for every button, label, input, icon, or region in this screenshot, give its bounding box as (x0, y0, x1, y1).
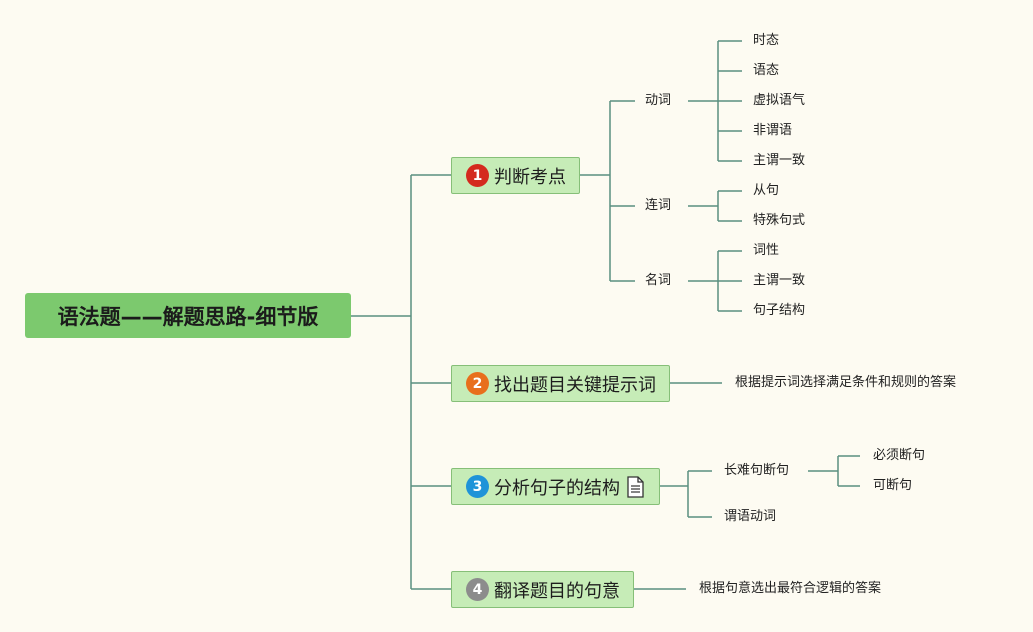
leaf-non-finite[interactable]: 非谓语 (753, 123, 793, 138)
note-translate[interactable]: 根据句意选出最符合逻辑的答案 (699, 581, 882, 596)
branch-label: 找出题目关键提示词 (494, 374, 656, 396)
subtopic-conjunction[interactable]: 连词 (645, 198, 672, 213)
number-badge-3: 3 (466, 475, 489, 498)
leaf-agreement[interactable]: 主谓一致 (753, 153, 806, 168)
leaf-agreement-noun[interactable]: 主谓一致 (753, 273, 806, 288)
branch-label: 判断考点 (494, 166, 566, 188)
leaf-clause[interactable]: 从句 (753, 183, 780, 198)
root-topic[interactable]: 语法题——解题思路-细节版 (25, 293, 351, 338)
note-keywords[interactable]: 根据提示词选择满足条件和规则的答案 (735, 375, 957, 390)
leaf-must-split[interactable]: 必须断句 (873, 448, 926, 463)
leaf-sentence-structure[interactable]: 句子结构 (753, 303, 806, 318)
branch-translate[interactable]: 4 翻译题目的句意 (451, 571, 634, 608)
subtopic-verb[interactable]: 动词 (645, 93, 672, 108)
document-icon[interactable] (626, 475, 644, 498)
number-badge-2: 2 (466, 372, 489, 395)
leaf-voice[interactable]: 语态 (753, 63, 780, 78)
branch-label: 分析句子的结构 (494, 477, 620, 499)
leaf-part-of-speech[interactable]: 词性 (753, 243, 780, 258)
leaf-special-sentence[interactable]: 特殊句式 (753, 213, 806, 228)
branch-label: 翻译题目的句意 (494, 580, 620, 602)
branch-judge-point[interactable]: 1 判断考点 (451, 157, 580, 194)
number-badge-1: 1 (466, 164, 489, 187)
root-topic-label: 语法题——解题思路-细节版 (57, 304, 319, 329)
subtopic-noun[interactable]: 名词 (645, 273, 672, 288)
leaf-subjunctive[interactable]: 虚拟语气 (753, 93, 806, 108)
number-badge-4: 4 (466, 578, 489, 601)
branch-sentence-structure[interactable]: 3 分析句子的结构 (451, 468, 660, 505)
leaf-can-split[interactable]: 可断句 (873, 478, 913, 493)
subtopic-long-sentence[interactable]: 长难句断句 (724, 463, 790, 478)
leaf-tense[interactable]: 时态 (753, 33, 780, 48)
subtopic-predicate-verb[interactable]: 谓语动词 (724, 509, 777, 524)
branch-keywords[interactable]: 2 找出题目关键提示词 (451, 365, 670, 402)
